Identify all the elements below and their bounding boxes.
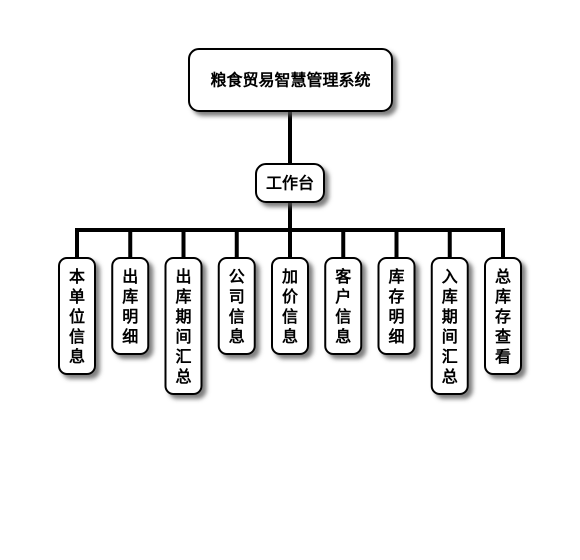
leaf-node-box	[324, 257, 363, 355]
leaf-node-box	[377, 257, 416, 355]
leaf-node-label: 出库期间汇总	[175, 267, 191, 386]
leaf-node: 出库期间汇总	[164, 257, 203, 395]
leaf-node: 客户信息	[324, 257, 363, 355]
node-middle	[255, 163, 325, 203]
leaf-node: 库存明细	[377, 257, 416, 355]
node-root	[188, 48, 393, 112]
node-root-box	[188, 48, 393, 112]
leaf-node-box	[430, 257, 469, 395]
leaf-node-label: 加价信息	[281, 267, 299, 346]
leaf-node-box	[217, 257, 256, 355]
node-middle-label: 工作台	[266, 174, 314, 193]
leaf-node-label: 本单位信息	[69, 267, 85, 366]
leaf-node: 总库存查看	[484, 257, 522, 375]
leaf-node-box	[484, 257, 522, 375]
leaf-node-box	[111, 257, 150, 355]
leaf-node: 本单位信息	[58, 257, 96, 375]
leaf-node-label: 出库明细	[122, 267, 138, 346]
leaf-node: 出库明细	[111, 257, 150, 355]
connector-leaf-drops	[75, 228, 505, 260]
leaf-node: 加价信息	[271, 257, 309, 355]
connectors	[75, 110, 505, 260]
leaf-node: 公司信息	[217, 257, 256, 355]
node-middle-box	[255, 163, 325, 203]
leaf-node-label: 客户信息	[335, 267, 352, 346]
leaf-node: 入库期间汇总	[430, 257, 469, 395]
leaf-node-label: 公司信息	[229, 267, 245, 346]
leaf-node-label: 入库期间汇总	[442, 267, 458, 386]
leaf-nodes: 本单位信息 出库明细 出库期间汇总 公司信息 加价信息 客户信息 库存明细 入库期间汇总 总库存…	[58, 257, 522, 395]
leaf-node-box	[164, 257, 203, 395]
leaf-node-box	[271, 257, 309, 355]
leaf-node-box	[58, 257, 96, 375]
leaf-node-label: 库存明细	[388, 267, 404, 346]
leaf-node-label: 总库存查看	[494, 267, 511, 366]
node-root-label: 粮食贸易智慧管理系统	[210, 71, 370, 90]
